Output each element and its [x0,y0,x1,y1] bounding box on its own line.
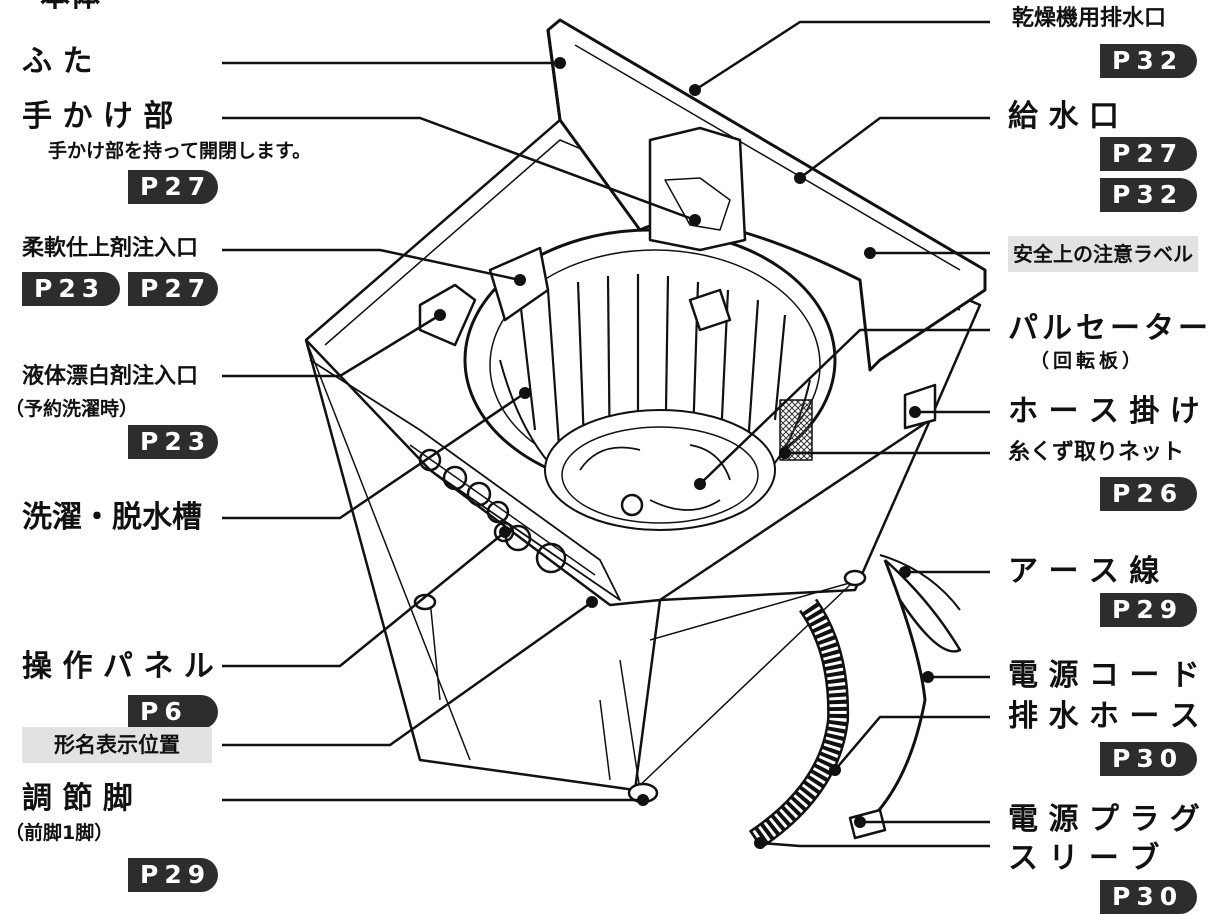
label-leveling-note: （前脚1脚） [5,822,114,844]
label-handle: 手 か け 部 [22,99,174,134]
leader-lines-left [222,61,696,802]
label-handle-note: 手かけ部を持って開閉します。 [48,140,312,162]
page-ref-water-inlet-1[interactable]: P27 [1100,137,1197,171]
leader-dots-right [689,84,934,849]
leader-lines-right [694,20,990,848]
page-ref-sleeve[interactable]: P30 [1100,880,1197,914]
page-ref-dryer-drain[interactable]: P32 [1100,44,1197,78]
label-drain-hose: 排 水 ホ ー ス [1008,699,1200,734]
page-ref-ground-wire[interactable]: P29 [1100,593,1197,627]
page-ref-bleach[interactable]: P23 [128,425,218,459]
label-softener-inlet: 柔軟仕上剤注入口 [22,236,199,261]
label-sleeve: ス リ ー ブ [1008,841,1160,876]
page-ref-control-panel[interactable]: P6 [128,695,218,729]
label-pulsator: パルセーター [1008,311,1212,346]
label-water-inlet: 給 水 口 [1008,99,1119,134]
label-ground-wire: ア ー ス 線 [1008,554,1160,589]
page-ref-softener-2[interactable]: P27 [128,272,218,306]
page-ref-lint-net[interactable]: P26 [1100,477,1197,511]
label-power-plug: 電 源 プ ラ グ [1008,802,1200,837]
label-bleach-inlet: 液体漂白剤注入口 [22,364,199,389]
label-power-cord: 電 源 コ ー ド [1008,658,1200,693]
label-lid: ふ た [22,44,93,79]
page-ref-softener-1[interactable]: P23 [22,272,120,306]
page-ref-leveling-foot[interactable]: P29 [128,858,218,892]
label-dryer-drain: 乾燥機用排水口 [1012,6,1167,31]
leader-dots-left [434,57,701,806]
label-safety-caution: 安全上の注意ラベル [1008,236,1198,272]
page-ref-water-inlet-2[interactable]: P32 [1100,178,1197,212]
label-pulsator-note: （回転板） [1030,350,1146,372]
page-ref-handle[interactable]: P27 [128,170,218,204]
label-bleach-note: （予約洗濯時） [5,398,139,420]
label-model-position: 形名表示位置 [22,727,212,763]
label-wash-tub: 洗濯・脱水槽 [22,500,202,535]
label-hose-hook: ホ ー ス 掛 け [1008,394,1200,429]
label-control-panel: 操 作 パ ネ ル [22,649,214,684]
section-heading-partial: 本体 [40,0,100,14]
label-leveling-foot: 調 節 脚 [22,781,133,816]
page-ref-drain-hose[interactable]: P30 [1100,742,1197,776]
label-lint-net: 糸くず取りネット [1008,440,1185,465]
washing-machine-body [304,18,987,850]
